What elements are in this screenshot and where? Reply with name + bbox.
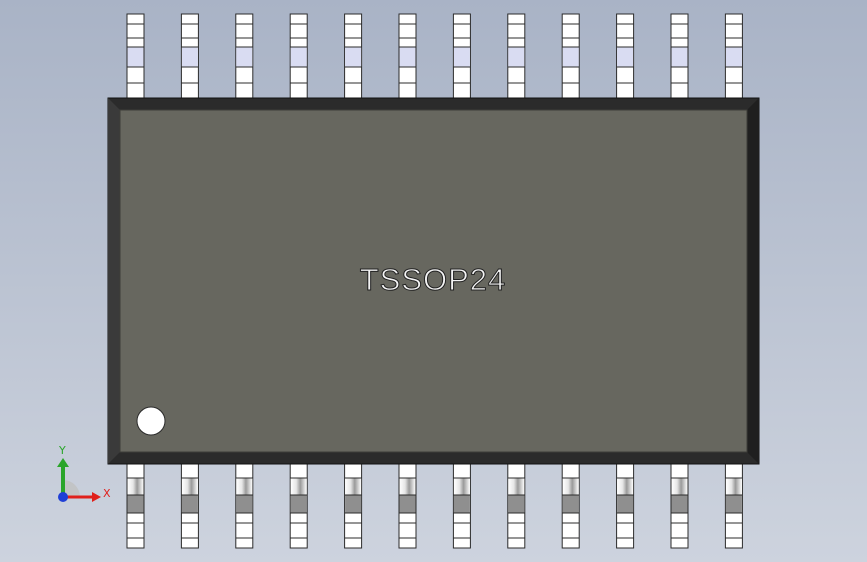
pin-top-4[interactable] — [289, 13, 308, 99]
pin1-marker-dot — [136, 406, 166, 436]
top-pin-row — [126, 13, 743, 99]
axis-triad: Y X — [57, 444, 111, 502]
pin-bottom-8[interactable] — [507, 463, 526, 549]
z-axis-dot — [58, 492, 68, 502]
pin-top-9[interactable] — [561, 13, 580, 99]
pin-bottom-1[interactable] — [126, 463, 145, 549]
pin-bottom-10[interactable] — [616, 463, 635, 549]
pin-top-6[interactable] — [398, 13, 417, 99]
pin-top-12[interactable] — [724, 13, 743, 99]
pin-top-11[interactable] — [670, 13, 689, 99]
triad-quadrant-shading — [63, 480, 80, 497]
pin-top-5[interactable] — [344, 13, 363, 99]
y-axis-label: Y — [58, 444, 66, 457]
ic-package-body[interactable] — [107, 97, 760, 465]
pin-bottom-4[interactable] — [289, 463, 308, 549]
body-top-face — [119, 109, 748, 453]
pin-top-3[interactable] — [235, 13, 254, 99]
pin-bottom-11[interactable] — [670, 463, 689, 549]
pin-bottom-5[interactable] — [344, 463, 363, 549]
pin-bottom-2[interactable] — [180, 463, 199, 549]
bottom-pin-row — [126, 463, 743, 549]
pin-bottom-6[interactable] — [398, 463, 417, 549]
x-axis-arrowhead — [92, 492, 101, 502]
pin-top-8[interactable] — [507, 13, 526, 99]
pin-top-2[interactable] — [180, 13, 199, 99]
pin-bottom-7[interactable] — [452, 463, 471, 549]
body-bevel-right — [747, 98, 759, 464]
pin-top-10[interactable] — [616, 13, 635, 99]
x-axis-label: X — [103, 487, 111, 500]
y-axis-arrowhead — [57, 458, 69, 467]
pin-bottom-3[interactable] — [235, 463, 254, 549]
pin-top-7[interactable] — [452, 13, 471, 99]
pin-top-1[interactable] — [126, 13, 145, 99]
pin-bottom-12[interactable] — [724, 463, 743, 549]
body-bevel-left — [108, 98, 120, 464]
pin-bottom-9[interactable] — [561, 463, 580, 549]
